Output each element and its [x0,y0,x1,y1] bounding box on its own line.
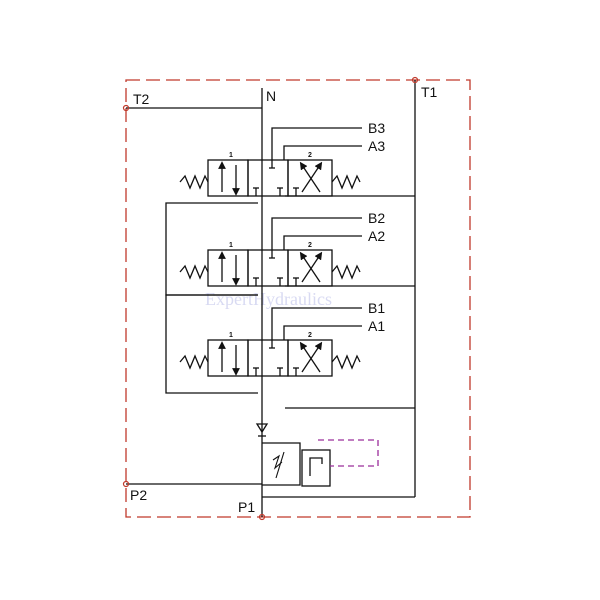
watermark-text: ExpertHydraulics [205,289,332,309]
valve-section-3 [179,127,362,197]
port-b3-label: B3 [368,120,385,136]
spring-right-icon [331,174,361,190]
spring-left-icon [179,354,209,370]
port-p2-label: P2 [130,487,147,503]
port-b1-label: B1 [368,300,385,316]
valve-section-2 [179,217,362,287]
spool-box-left [207,339,249,377]
spool-box-right [287,159,333,197]
spring-right-icon [331,354,361,370]
port-a1-label: A1 [368,318,385,334]
spool-position-2-label: 2 [308,332,312,339]
spool-box-right [287,249,333,287]
port-p1-label: P1 [238,499,255,515]
spool-box-right [287,339,333,377]
spool-position-1-label: 1 [229,152,233,159]
spool-position-1-label: 1 [229,332,233,339]
valve-body-boundary [125,79,471,518]
port-t1-label: T1 [421,84,438,100]
port-a2-label: A2 [368,228,385,244]
spring-left-icon [179,174,209,190]
pilot-line [318,439,379,467]
port-b2-label: B2 [368,210,385,226]
spool-position-2-label: 2 [308,152,312,159]
spool-box-center [247,339,289,377]
spring-right-icon [331,264,361,280]
spool-box-center [247,249,289,287]
spool-box-center [247,159,289,197]
spool-box-left [207,159,249,197]
port-a3-label: A3 [368,138,385,154]
port-t2-label: T2 [133,91,150,107]
valve-section-1 [179,307,362,377]
hydraulic-lines [126,80,416,517]
port-n-label: N [266,88,276,104]
spool-box-left [207,249,249,287]
spring-left-icon [179,264,209,280]
port-dots [122,76,419,521]
spool-position-1-label: 1 [229,242,233,249]
spool-position-2-label: 2 [308,242,312,249]
